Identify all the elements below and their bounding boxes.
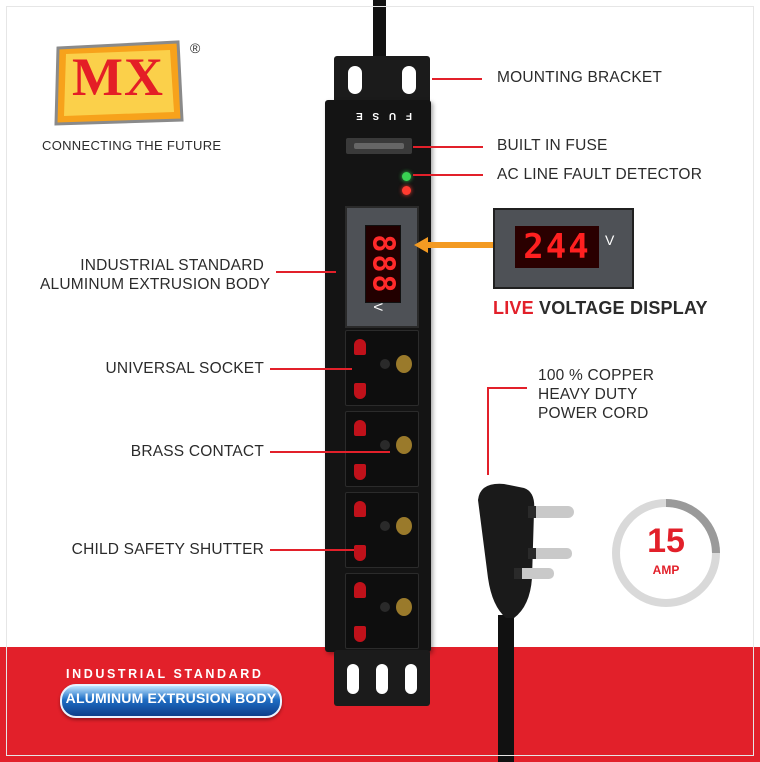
amp-unit: AMP (652, 563, 680, 577)
mx-logo (54, 40, 184, 126)
callout-cord-line2: HEAVY DUTY (538, 386, 638, 403)
shutter-icon (354, 464, 366, 480)
amp-badge-ring (612, 499, 720, 607)
leader-line (413, 146, 483, 148)
three-pin-plug (478, 483, 574, 618)
socket-4[interactable] (345, 573, 419, 649)
socket-2[interactable] (345, 411, 419, 487)
shutter-icon (354, 501, 366, 517)
registered-mark: ® (190, 40, 201, 56)
shutter-icon (354, 626, 366, 642)
voltage-display-screen: 244 (515, 226, 599, 268)
callout-mounting-bracket: MOUNTING BRACKET (497, 69, 663, 86)
leader-line (270, 451, 390, 453)
socket-1[interactable] (345, 330, 419, 406)
banner-pill (60, 684, 282, 718)
callout-built-in-fuse: BUILT IN FUSE (497, 137, 608, 154)
callout-extrusion-body-line2: ALUMINUM EXTRUSION BODY (40, 276, 271, 293)
banner-pill-text: ALUMINUM EXTRUSION BODY (65, 690, 277, 706)
bottom-mounting-bracket (334, 650, 430, 706)
voltage-unit: V (605, 232, 615, 248)
live-voltage-title: LIVE VOLTAGE DISPLAY (493, 298, 708, 318)
leader-line (270, 549, 354, 551)
brand-tagline: CONNECTING THE FUTURE (42, 138, 222, 153)
callout-cord-line3: POWER CORD (538, 405, 649, 422)
arrow-left-icon (414, 237, 496, 253)
shutter-icon (354, 582, 366, 598)
shutter-icon (354, 420, 366, 436)
voltmeter-unit: V (371, 302, 386, 312)
shutter-icon (354, 545, 366, 561)
logo-text: MX (72, 47, 164, 107)
plug-cord (498, 615, 514, 762)
callout-cord-line1: 100 % COPPER (538, 367, 655, 384)
shutter-icon (354, 383, 366, 399)
voltage-display-zoom: 244 V (493, 208, 634, 289)
red-indicator-led (402, 186, 411, 195)
leader-line (413, 174, 483, 176)
fuse-label: F U S E (356, 110, 412, 121)
socket-3[interactable] (345, 492, 419, 568)
callout-brass-contact: BRASS CONTACT (130, 443, 264, 460)
green-indicator-led (402, 172, 411, 181)
leader-line (487, 387, 489, 475)
callout-universal-socket: UNIVERSAL SOCKET (105, 360, 264, 377)
leader-line (432, 78, 482, 80)
leader-line (276, 271, 336, 273)
leader-line (487, 387, 527, 389)
banner-heading: INDUSTRIAL STANDARD (66, 667, 264, 681)
callout-extrusion-body-line1: INDUSTRIAL STANDARD (80, 257, 264, 274)
voltmeter-digits: 888 (365, 225, 401, 303)
fuse-holder[interactable] (346, 138, 412, 154)
leader-line (270, 368, 352, 370)
callout-child-safety: CHILD SAFETY SHUTTER (71, 541, 264, 558)
shutter-icon (354, 339, 366, 355)
amp-value: 15 (647, 522, 685, 560)
callout-ac-line-fault: AC LINE FAULT DETECTOR (497, 166, 703, 183)
